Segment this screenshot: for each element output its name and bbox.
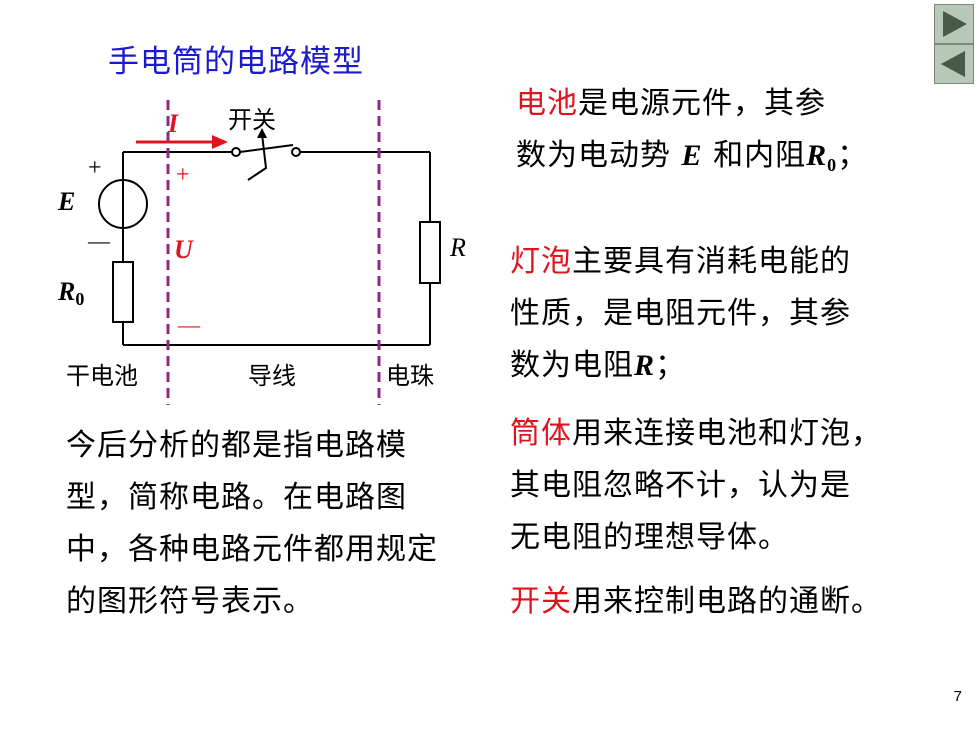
- internal-resistance-label: R0: [57, 277, 84, 309]
- switch-symbol: [231, 128, 301, 181]
- internal-resistance-letter: R: [57, 277, 75, 306]
- section-bulb-label: 电珠: [386, 362, 434, 390]
- switch-description: 开关用来控制电路的通断。: [510, 576, 970, 628]
- current-label: I: [167, 109, 179, 138]
- battery-source-symbol: [98, 179, 148, 229]
- battery-and-text: 和内阻: [702, 138, 807, 173]
- left-description-text: 今后分析的都是指电路模型，简称电路。在电路图中，各种电路元件都用规定的图形符号表…: [66, 428, 438, 619]
- voltage-minus-sign: —: [177, 312, 201, 337]
- next-slide-button[interactable]: [934, 4, 974, 44]
- voltage-label: U: [174, 235, 194, 264]
- resistance-symbol: R: [634, 349, 656, 382]
- switch-label: 开关: [228, 106, 276, 134]
- prev-slide-button[interactable]: [934, 44, 974, 84]
- bulb-keyword: 灯泡: [510, 244, 572, 279]
- section-battery-label: 干电池: [66, 362, 138, 390]
- page-number: 7: [953, 688, 962, 705]
- switch-keyword: 开关: [510, 584, 572, 619]
- left-description: 今后分析的都是指电路模型，简称电路。在电路图中，各种电路元件都用规定的图形符号表…: [66, 420, 466, 628]
- tube-keyword: 筒体: [510, 416, 572, 451]
- battery-keyword: 电池: [516, 86, 578, 121]
- internal-resistance-symbol: R: [806, 139, 828, 172]
- battery-text-2: 数为电动势: [516, 138, 682, 173]
- bulb-text-2: 性质，是电阻元件，其参: [510, 296, 851, 331]
- emf-symbol: E: [681, 139, 703, 172]
- tube-text-1: 用来连接电池和灯泡，: [572, 416, 882, 451]
- bulb-text-3: 数为电阻: [510, 348, 634, 383]
- source-plus-sign: +: [88, 155, 102, 181]
- tube-description: 筒体用来连接电池和灯泡， 其电阻忽略不计，认为是 无电阻的理想导体。: [510, 408, 960, 564]
- battery-end: ；: [837, 138, 869, 173]
- voltage-plus-sign: +: [176, 162, 190, 188]
- internal-resistance-subscript: 0: [75, 289, 84, 309]
- current-arrow: [136, 135, 228, 149]
- tube-text-3: 无电阻的理想导体。: [510, 520, 789, 555]
- internal-resistance-symbol-sub: 0: [827, 155, 838, 175]
- bulb-end: ；: [655, 348, 687, 383]
- slide-title: 手电筒的电路模型: [108, 44, 364, 80]
- emf-label: E: [57, 187, 75, 216]
- load-resistor-label: R: [449, 233, 466, 262]
- play-right-icon: [943, 11, 967, 37]
- load-resistor-symbol: [419, 221, 441, 284]
- battery-text-1: 是电源元件，其参: [578, 86, 826, 121]
- internal-resistor-symbol: [112, 261, 134, 323]
- source-minus-sign: —: [87, 228, 111, 253]
- play-left-icon: [941, 51, 965, 77]
- battery-description: 电池是电源元件，其参 数为电动势 E 和内阻R0；: [516, 78, 936, 191]
- section-dividers: [166, 100, 381, 405]
- bulb-text-1: 主要具有消耗电能的: [572, 244, 851, 279]
- bulb-description: 灯泡主要具有消耗电能的 性质，是电阻元件，其参 数为电阻R；: [510, 236, 940, 392]
- section-wire-label: 导线: [248, 362, 296, 390]
- circuit-diagram: I 开关 + E — R0 + U — R 干电池 导线 电珠: [57, 100, 466, 405]
- tube-text-2: 其电阻忽略不计，认为是: [510, 468, 851, 503]
- switch-text-1: 用来控制电路的通断。: [572, 584, 882, 619]
